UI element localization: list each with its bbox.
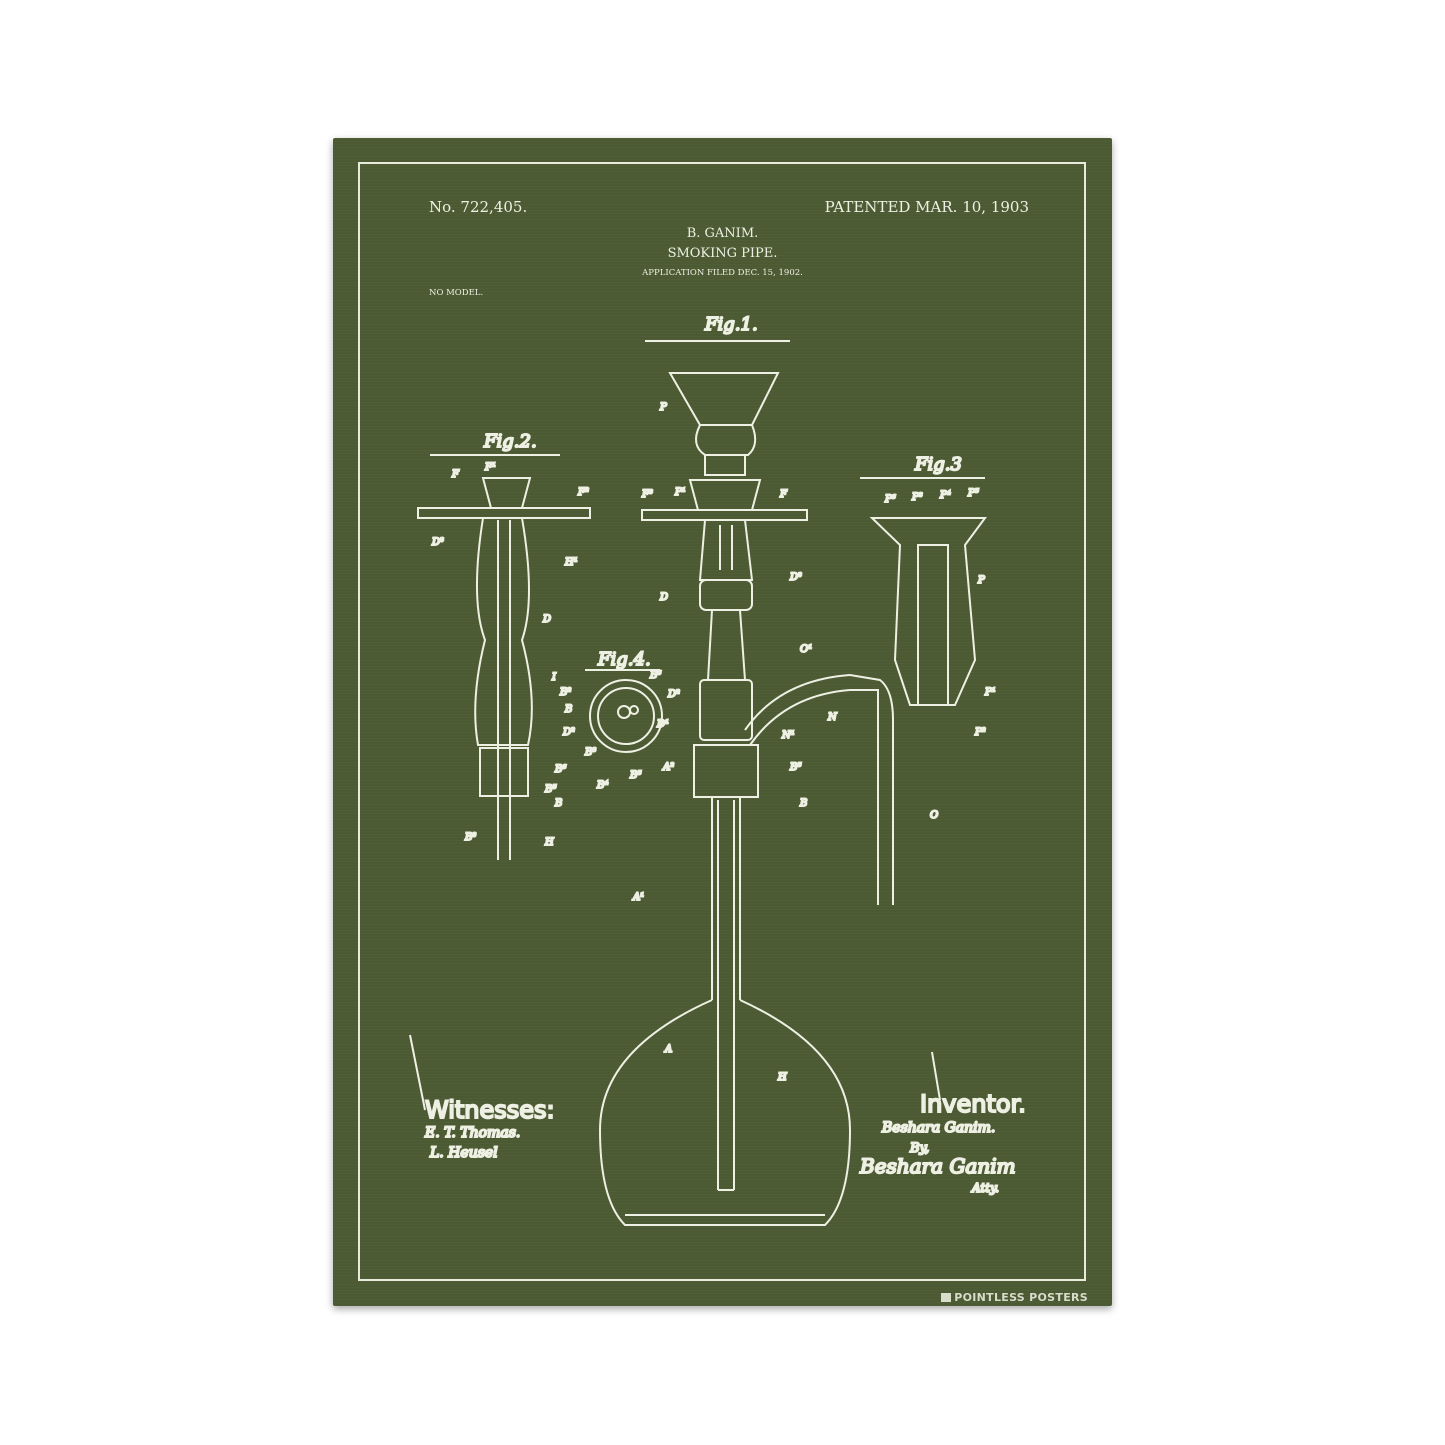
label-H1: H¹ bbox=[564, 557, 578, 568]
label-I: I bbox=[551, 672, 557, 683]
label-A: A bbox=[664, 1044, 672, 1055]
inventor-label: Inventor. bbox=[920, 1090, 1026, 1118]
label-P5: P⁵ bbox=[967, 488, 979, 499]
label-P-fig3: P bbox=[977, 575, 985, 586]
label-B: B bbox=[799, 798, 807, 809]
signature-block: Witnesses: E. T. Thomas. L. Heusel Inven… bbox=[409, 1034, 1027, 1196]
label-P1-fig3: P¹ bbox=[984, 687, 996, 698]
patent-date: PATENTED MAR. 10, 1903 bbox=[824, 198, 1029, 216]
label-H: H bbox=[777, 1072, 787, 1083]
label-F3: F³ bbox=[641, 489, 653, 500]
label-P3: P³ bbox=[911, 492, 923, 503]
label-B2: B² bbox=[559, 687, 571, 698]
fig4-label: Fig.4. bbox=[597, 649, 651, 670]
label-P1: P¹ bbox=[674, 487, 686, 498]
inventor-signature: Beshara Ganim. bbox=[881, 1120, 995, 1136]
label-D: D bbox=[659, 592, 668, 603]
witnesses-label: Witnesses: bbox=[425, 1096, 555, 1124]
patent-title: SMOKING PIPE. bbox=[667, 246, 778, 261]
label-D2-fig2: D² bbox=[562, 727, 575, 738]
patent-number: No. 722,405. bbox=[429, 198, 528, 216]
label-F1: F¹ bbox=[484, 462, 496, 473]
label-O1: O¹ bbox=[800, 644, 812, 655]
attorney-signature: Beshara Ganim bbox=[859, 1154, 1016, 1178]
label-F2: F² bbox=[577, 487, 589, 498]
label-N1: N¹ bbox=[781, 730, 795, 741]
figure-2-section bbox=[417, 454, 591, 860]
attorney-abbrev: Atty. bbox=[971, 1181, 999, 1195]
label-P4: P⁴ bbox=[939, 490, 951, 501]
filing-date: APPLICATION FILED DEC. 15, 1902. bbox=[642, 268, 803, 278]
brand-text: POINTLESS POSTERS bbox=[954, 1291, 1088, 1304]
label-A2: A² bbox=[662, 762, 674, 773]
witness-2: L. Heusel bbox=[429, 1145, 498, 1161]
label-O: O bbox=[930, 810, 938, 821]
label-F-fig2: F bbox=[451, 469, 460, 480]
label-P: P bbox=[659, 402, 667, 413]
figure-1-hookah bbox=[598, 340, 894, 1226]
inventor-name: B. GANIM. bbox=[686, 226, 759, 241]
label-P6: P⁶ bbox=[884, 494, 896, 505]
label-A1: A¹ bbox=[632, 892, 644, 903]
poster-border bbox=[358, 162, 1086, 1281]
label-D2: D² bbox=[667, 689, 680, 700]
patent-poster-canvas: No. 722,405. PATENTED MAR. 10, 1903 B. G… bbox=[333, 138, 1112, 1306]
by-label: By, bbox=[909, 1141, 929, 1156]
label-B6-fig4: B⁶ bbox=[649, 670, 661, 681]
label-B-fig4: B bbox=[564, 704, 572, 715]
label-B-fig2: B bbox=[554, 798, 562, 809]
fig3-label: Fig.3 bbox=[914, 454, 962, 475]
label-F: F bbox=[779, 489, 788, 500]
label-B5: B⁵ bbox=[789, 762, 801, 773]
figure-4-section bbox=[585, 669, 663, 753]
brand-icon bbox=[941, 1293, 952, 1302]
label-B3: B³ bbox=[464, 832, 476, 843]
label-H-fig2: H bbox=[544, 837, 554, 848]
label-B3-fig4: B³ bbox=[584, 747, 596, 758]
label-D3-fig2: D³ bbox=[431, 537, 444, 548]
label-N: N bbox=[827, 712, 838, 723]
fig2-label: Fig.2. bbox=[483, 431, 537, 452]
no-model-note: NO MODEL. bbox=[429, 288, 484, 298]
label-D1: D¹ bbox=[656, 719, 669, 730]
label-D-fig2: D bbox=[542, 614, 551, 625]
label-B4: B⁴ bbox=[596, 780, 608, 791]
fig1-label: Fig.1. bbox=[704, 314, 758, 335]
label-B5-fig4: B⁵ bbox=[629, 770, 641, 781]
label-B6: B⁶ bbox=[554, 764, 566, 775]
witness-1: E. T. Thomas. bbox=[424, 1125, 520, 1141]
figure-3-section bbox=[860, 477, 987, 706]
label-D3: D³ bbox=[789, 572, 802, 583]
label-P2: P² bbox=[974, 727, 986, 738]
brand-logo: POINTLESS POSTERS bbox=[941, 1291, 1088, 1304]
part-labels: P F F³ P¹ D³ D D² D¹ A² B B⁵ N¹ N O¹ O A… bbox=[430, 401, 997, 1084]
label-B5-fig2: B⁵ bbox=[544, 784, 556, 795]
